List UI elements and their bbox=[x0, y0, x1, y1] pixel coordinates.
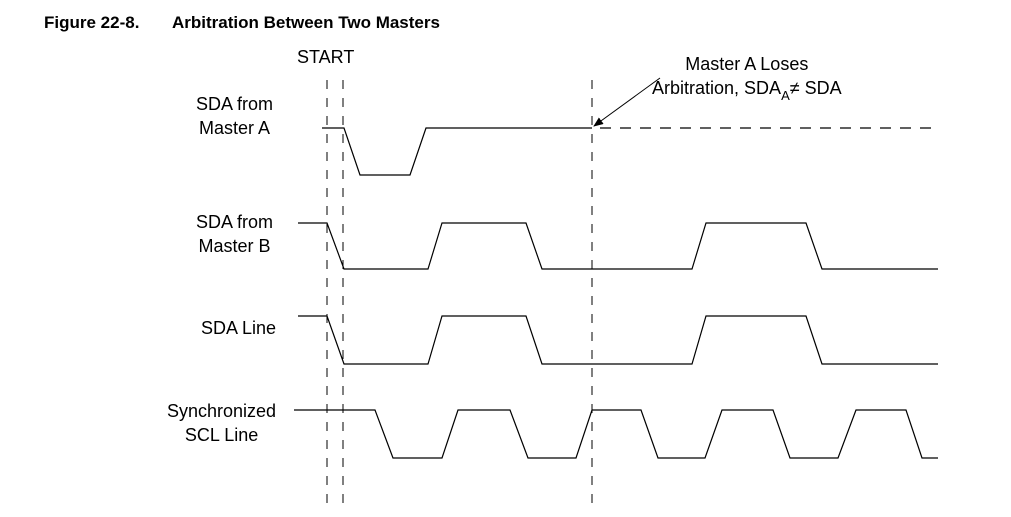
label-scl-line1: Synchronized bbox=[167, 401, 277, 421]
waveform-sda-line bbox=[298, 315, 938, 365]
waveform-sda-master-b bbox=[298, 222, 938, 270]
annotation-suffix: ≠ SDA bbox=[789, 78, 842, 98]
start-label: START bbox=[297, 45, 354, 69]
label-sda-master-b-line2: Master B bbox=[198, 236, 271, 256]
annotation-line2: Arbitration, SDAA≠ SDA bbox=[652, 76, 842, 103]
waveform-scl-line bbox=[294, 409, 938, 459]
figure-number: Figure 22-8. bbox=[44, 13, 140, 32]
annotation-line1: Master A Loses bbox=[685, 54, 809, 74]
label-sda-master-b: SDA from Master B bbox=[196, 210, 273, 258]
label-sda-master-a: SDA from Master A bbox=[196, 92, 273, 140]
label-sda-master-a-line2: Master A bbox=[199, 118, 271, 138]
label-scl-line2: SCL Line bbox=[184, 425, 259, 445]
start-label-text: START bbox=[297, 47, 355, 67]
label-sda-master-b-line1: SDA from bbox=[196, 212, 274, 232]
annotation-subscript: A bbox=[781, 88, 790, 103]
label-sda-line: SDA Line bbox=[201, 316, 276, 340]
figure-title: Arbitration Between Two Masters bbox=[172, 13, 440, 32]
figure-caption: Figure 22-8. Arbitration Between Two Mast… bbox=[44, 13, 440, 33]
label-sda-master-a-line1: SDA from bbox=[196, 94, 274, 114]
arbitration-arrow bbox=[593, 77, 661, 127]
waveform-sda-master-a bbox=[322, 127, 592, 176]
arbitration-annotation: Master A Loses Arbitration, SDAA≠ SDA bbox=[652, 52, 842, 103]
label-scl-line: Synchronized SCL Line bbox=[167, 399, 276, 447]
label-sda-line-text: SDA Line bbox=[201, 318, 277, 338]
annotation-prefix: Arbitration, SDA bbox=[652, 78, 782, 98]
